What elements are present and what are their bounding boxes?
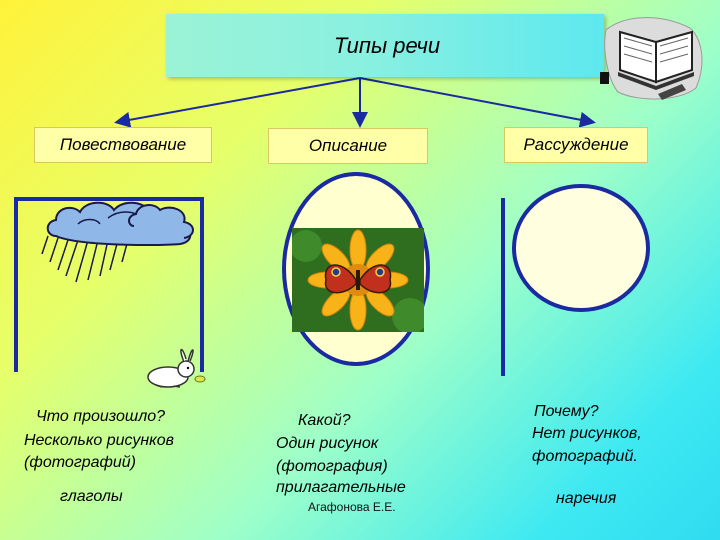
category-description: Описание: [268, 128, 428, 164]
category-label: Рассуждение: [523, 135, 629, 154]
narration-frame: [14, 197, 204, 372]
reasoning-question: Почему?: [534, 403, 599, 420]
narration-question: Несколько рисунков: [24, 432, 174, 449]
author-credit: Агафонова Е.Е.: [308, 500, 396, 514]
rabbit-icon: [147, 348, 206, 388]
reasoning-oval: [512, 184, 650, 312]
category-label: Повествование: [59, 135, 187, 154]
description-part-of-speech: прилагательные: [276, 479, 406, 496]
title-box: Типы речи: [166, 14, 604, 77]
narration-question: (фотографий): [24, 454, 136, 471]
description-question: (фотография): [276, 458, 388, 475]
narration-part-of-speech: глаголы: [60, 488, 123, 505]
reasoning-part-of-speech: наречия: [556, 490, 617, 507]
reasoning-question: Нет рисунков,: [532, 425, 642, 442]
category-narration: Повествование: [34, 127, 212, 163]
book-icon: [600, 17, 703, 100]
page-title: Типы речи: [333, 32, 441, 58]
description-question: Какой?: [298, 412, 351, 429]
reasoning-question: фотографий.: [532, 448, 638, 465]
narration-question: Что произошло?: [36, 408, 166, 425]
category-reasoning: Рассуждение: [504, 127, 648, 163]
category-label: Описание: [308, 136, 388, 155]
reasoning-bar: [501, 198, 505, 376]
description-question: Один рисунок: [276, 435, 379, 452]
butterfly-flower-photo: [292, 228, 424, 332]
rain-cloud-icon: [41, 201, 194, 283]
